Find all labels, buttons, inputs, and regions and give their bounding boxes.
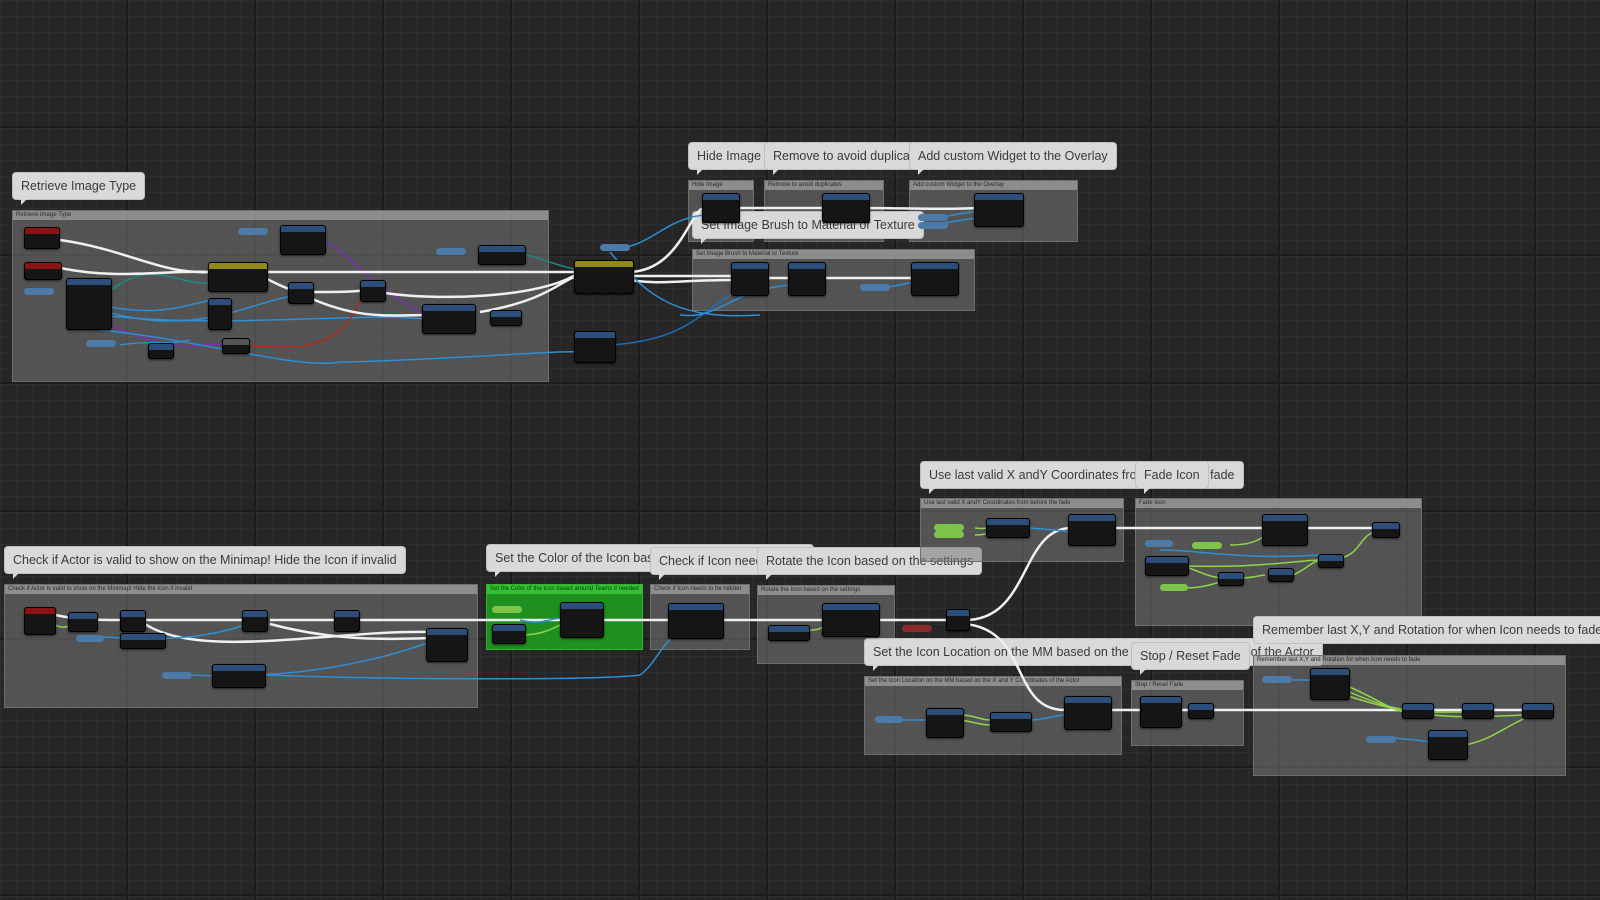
is-valid-node[interactable] [288,282,314,304]
set-variable-node[interactable] [1462,703,1494,719]
add-child-node[interactable] [974,193,1024,227]
is-valid-node[interactable] [242,610,268,632]
comment-bubble-fade-icon[interactable]: Fade Icon [1136,462,1208,494]
is-valid-node[interactable] [120,610,146,632]
reroute-node[interactable] [490,310,522,326]
create-widget-node[interactable] [422,304,476,334]
branch-node[interactable] [946,609,970,631]
variable-pill[interactable] [1366,736,1396,743]
make-vector-node[interactable] [990,712,1032,732]
variable-pill[interactable] [902,625,932,632]
make-brush-node[interactable] [574,331,616,363]
comment-box-header: Retrieve Image Type [13,211,548,220]
comment-bubble-remove-duplicates[interactable]: Remove to avoid duplicates [765,143,935,175]
make-node[interactable] [148,343,174,359]
get-location-node[interactable] [986,518,1030,538]
set-translation-node[interactable] [1068,514,1116,546]
get-player-node[interactable] [120,633,166,649]
variable-pill[interactable] [918,222,948,229]
comment-bubble-stop-reset-fade[interactable]: Stop / Reset Fade [1132,643,1249,675]
variable-pill[interactable] [238,228,268,235]
comment-bubble-hide-image[interactable]: Hide Image [689,143,769,175]
variable-pill[interactable] [24,288,54,295]
variable-pill[interactable] [76,635,104,642]
set-color-node[interactable] [560,602,604,638]
comment-bubble-remember-last[interactable]: Remember last X,Y and Rotation for when … [1254,617,1600,649]
comment-bubble-retrieve-image-type[interactable]: Retrieve Image Type [13,173,145,205]
remove-child-node[interactable] [911,262,959,296]
set-render-angle-node[interactable] [822,603,880,637]
remove-child-node[interactable] [822,193,870,223]
break-struct-node[interactable] [478,245,526,265]
stop-timeline-node[interactable] [1188,703,1214,719]
get-location-node[interactable] [1310,668,1350,700]
set-visibility-node[interactable] [668,603,724,639]
event-tick-node[interactable] [24,607,56,635]
comment-box-header: Set the Icon Location on the MM based on… [865,677,1121,686]
variable-pill[interactable] [1262,676,1292,683]
get-location-node[interactable] [926,708,964,738]
comment-box-stop-reset-fade[interactable]: Stop / Reset Fade [1131,680,1244,746]
get-color-node[interactable] [492,624,526,644]
comment-box-header: Hide Image [689,181,753,190]
get-component-node[interactable] [212,664,266,688]
variable-pill[interactable] [600,244,630,251]
math-node[interactable] [1268,568,1294,582]
variable-pill[interactable] [934,531,964,538]
variable-pill[interactable] [1145,540,1173,547]
comment-box-header: Rotate the Icon based on the settings [758,586,894,595]
set-variable-node[interactable] [1402,703,1434,719]
comment-box-header: Remember last X,Y and Rotation for when … [1254,656,1565,665]
set-opacity-node[interactable] [702,193,740,223]
switch-node[interactable] [208,262,268,292]
variable-pill[interactable] [162,672,192,679]
math-node[interactable] [1218,572,1244,586]
branch-node[interactable] [360,280,386,302]
variable-pill[interactable] [1192,542,1222,549]
comment-box-header: Stop / Reset Fade [1132,681,1243,690]
set-opacity-node[interactable] [1140,696,1182,728]
math-node[interactable] [1318,554,1344,568]
variable-pill[interactable] [860,284,890,291]
comment-box-header: Set Image Brush to Material or Texture [693,250,974,259]
variable-pill[interactable] [86,340,116,347]
get-node[interactable] [222,338,250,354]
set-brush-node[interactable] [731,262,769,296]
break-struct-node[interactable] [280,225,326,255]
is-valid-node[interactable] [334,610,360,632]
get-rotation-node[interactable] [1428,730,1468,760]
set-variable-node[interactable] [1522,703,1554,719]
comment-bubble-check-actor-valid[interactable]: Check if Actor is valid to show on the M… [5,547,405,579]
event-node[interactable] [24,262,62,280]
get-rotation-node[interactable] [768,625,810,641]
variable-pill[interactable] [436,248,466,255]
comment-box-header: Use last valid X andY Coordinates from b… [921,499,1123,508]
event-node[interactable] [24,227,60,249]
variable-pill[interactable] [875,716,903,723]
set-visibility-node[interactable] [426,628,468,662]
comment-box-header: Remove to avoid duplicates [765,181,883,190]
comment-box-header: Check if Actor is valid to show on the M… [5,585,477,594]
variable-pill[interactable] [918,214,948,221]
comment-bubble-add-custom-widget[interactable]: Add custom Widget to the Overlay [910,143,1116,175]
set-translation-node[interactable] [1064,696,1112,730]
variable-pill[interactable] [934,524,964,531]
comment-box-header: Check if Icon needs to be hidden [651,585,749,594]
break-struct-node[interactable] [66,278,112,330]
function-node[interactable] [208,298,232,330]
switch-node[interactable] [574,260,634,294]
timeline-node[interactable] [1372,522,1400,538]
comment-box-header: Set the Color of the Icon based around T… [487,585,642,594]
is-valid-node[interactable] [68,612,98,632]
variable-pill[interactable] [1160,584,1188,591]
variable-pill[interactable] [492,606,522,613]
set-opacity-node[interactable] [1262,514,1308,546]
set-opacity-node[interactable] [788,262,826,296]
comment-box-header: Add custom Widget to the Overlay [910,181,1077,190]
break-node[interactable] [1145,556,1189,576]
comment-box-header: Fade Icon [1136,499,1421,508]
